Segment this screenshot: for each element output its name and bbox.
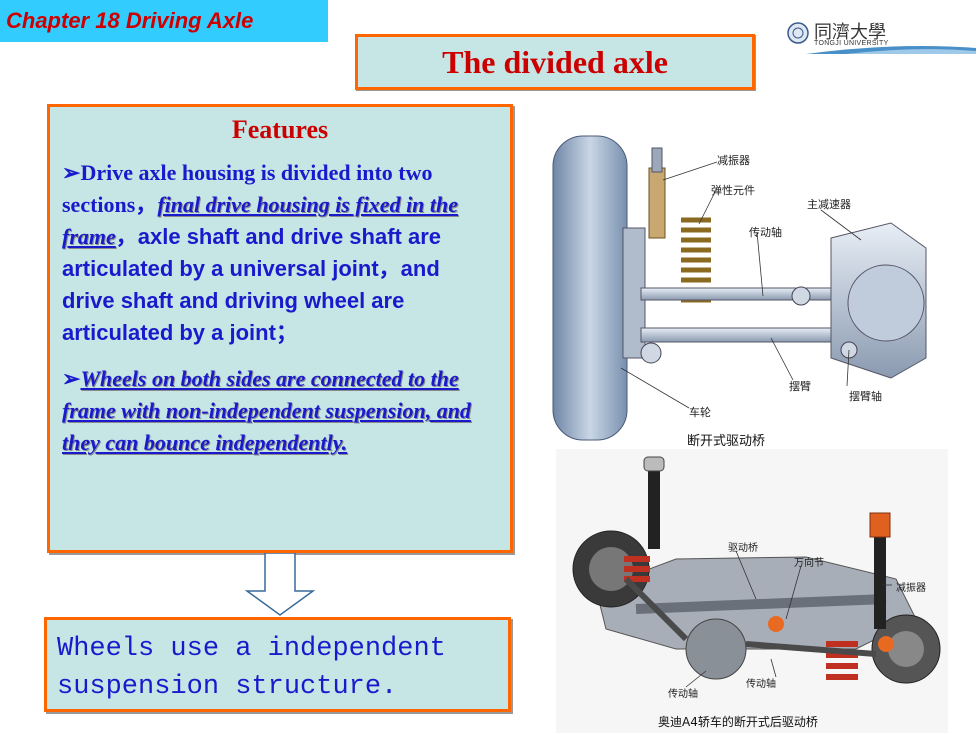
label-drive-axle: 驱动桥 [728, 543, 758, 554]
label-drive-shaft-right: 传动轴 [746, 679, 776, 690]
feature-1-text-b: ，axle shaft and drive shaft are articula… [62, 224, 441, 345]
label-shock-absorber: 减振器 [717, 154, 750, 167]
conclusion-box: Wheels use a independent suspension stru… [44, 617, 511, 712]
label-drive-shaft: 传动轴 [749, 226, 782, 239]
chapter-tag: Chapter 18 Driving Axle [0, 0, 328, 42]
university-logo: 同濟大學 TONGJI UNIVERSITY [786, 18, 976, 54]
down-arrow-icon [245, 553, 315, 616]
bullet-arrow-2: ➢ [62, 366, 81, 391]
features-title: Features [231, 115, 329, 144]
divided-axle-diagram: 减振器 弹性元件 主减速器 传动轴 摆臂 摆臂轴 车轮 断开式驱动桥 [531, 128, 943, 449]
label-universal-joint: 万向节 [794, 558, 824, 569]
label-final-drive: 主减速器 [807, 198, 851, 211]
feature-paragraph-2: ➢Wheels on both sides are connected to t… [62, 363, 498, 459]
label-swing-arm: 摆臂 [789, 380, 811, 393]
feature-1-emphasis: final drive housing is fixed in the fram… [62, 192, 459, 249]
audi-a4-axle-photo: 驱动桥 万向节 减振器 传动轴 传动轴 奥迪A4轿车的断开式后驱动桥 [556, 449, 948, 733]
feature-1-text-a: Drive axle housing is divided into two s… [62, 160, 433, 217]
figure-1-caption: 断开式驱动桥 [687, 434, 766, 449]
figure-2-caption: 奥迪A4轿车的断开式后驱动桥 [658, 715, 818, 729]
logo-chinese-text: 同濟大學 [814, 22, 886, 43]
conclusion-line-2: suspension structure. [57, 672, 398, 702]
features-box: Features ➢Drive axle housing is divided … [47, 104, 513, 553]
label-wheel: 车轮 [689, 406, 711, 419]
slide-title: The divided axle [355, 34, 755, 90]
label-swing-arm-axle: 摆臂轴 [849, 390, 882, 403]
bullet-arrow-1: ➢ [62, 160, 81, 185]
label-drive-shaft-left: 传动轴 [668, 689, 698, 700]
feature-paragraph-1: ➢Drive axle housing is divided into two … [62, 157, 498, 349]
feature-2-emphasis: Wheels on both sides are connected to th… [62, 366, 471, 455]
conclusion-line-1: Wheels use a independent [57, 634, 446, 664]
logo-english-text: TONGJI UNIVERSITY [814, 40, 889, 47]
label-elastic-element: 弹性元件 [711, 184, 755, 197]
label-shock-absorber-2: 减振器 [896, 583, 926, 594]
